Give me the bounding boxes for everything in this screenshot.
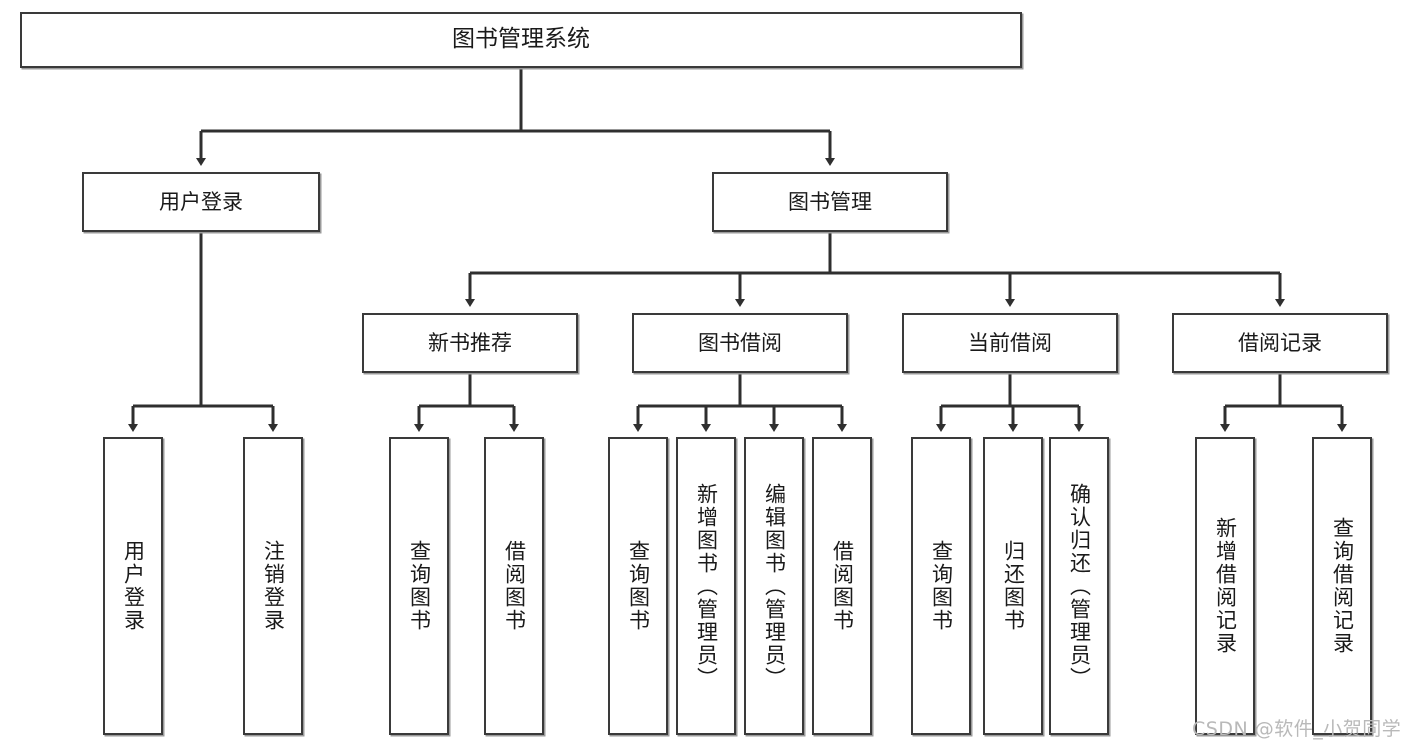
node-new-book-recommend[interactable]: 新书推荐 [362,313,578,373]
leaf-return-book-label: 归还图书 [1001,540,1026,632]
leaf-recommend-query-book[interactable]: 查询图书 [389,437,449,735]
node-root-label: 图书管理系统 [452,26,590,53]
leaf-add-book-admin[interactable]: 新增图书（管理员） [676,437,736,735]
leaf-edit-book-admin-label: 编辑图书（管理员） [762,482,787,690]
leaf-user-login-label: 用户登录 [121,540,146,632]
node-user-login[interactable]: 用户登录 [82,172,320,232]
node-book-borrow[interactable]: 图书借阅 [632,313,848,373]
leaf-current-query-book[interactable]: 查询图书 [911,437,971,735]
leaf-logout-login-label: 注销登录 [261,540,286,632]
leaf-confirm-return-admin-label: 确认归还（管理员） [1067,482,1092,690]
leaf-add-borrow-record[interactable]: 新增借阅记录 [1195,437,1255,735]
node-user-login-label: 用户登录 [159,189,243,214]
leaf-query-borrow-record-label: 查询借阅记录 [1330,517,1355,655]
node-book-management-label: 图书管理 [788,189,872,214]
node-new-book-recommend-label: 新书推荐 [428,330,512,355]
node-book-borrow-label: 图书借阅 [698,330,782,355]
watermark: CSDN @软件_小贺同学 [1192,718,1402,740]
node-book-management[interactable]: 图书管理 [712,172,948,232]
node-current-borrow-label: 当前借阅 [968,330,1052,355]
leaf-current-query-book-label: 查询图书 [929,540,954,632]
node-borrow-record[interactable]: 借阅记录 [1172,313,1388,373]
node-borrow-record-label: 借阅记录 [1238,330,1322,355]
leaf-recommend-query-book-label: 查询图书 [407,540,432,632]
node-current-borrow[interactable]: 当前借阅 [902,313,1118,373]
leaf-recommend-borrow-book-label: 借阅图书 [502,540,527,632]
leaf-recommend-borrow-book[interactable]: 借阅图书 [484,437,544,735]
leaf-add-borrow-record-label: 新增借阅记录 [1213,517,1238,655]
leaf-borrow-query-book-label: 查询图书 [626,540,651,632]
leaf-add-book-admin-label: 新增图书（管理员） [694,482,719,690]
leaf-user-login[interactable]: 用户登录 [103,437,163,735]
leaf-borrow-book[interactable]: 借阅图书 [812,437,872,735]
node-root[interactable]: 图书管理系统 [20,12,1022,68]
leaf-logout-login[interactable]: 注销登录 [243,437,303,735]
leaf-confirm-return-admin[interactable]: 确认归还（管理员） [1049,437,1109,735]
leaf-edit-book-admin[interactable]: 编辑图书（管理员） [744,437,804,735]
leaf-return-book[interactable]: 归还图书 [983,437,1043,735]
leaf-borrow-query-book[interactable]: 查询图书 [608,437,668,735]
leaf-borrow-book-label: 借阅图书 [830,540,855,632]
leaf-query-borrow-record[interactable]: 查询借阅记录 [1312,437,1372,735]
